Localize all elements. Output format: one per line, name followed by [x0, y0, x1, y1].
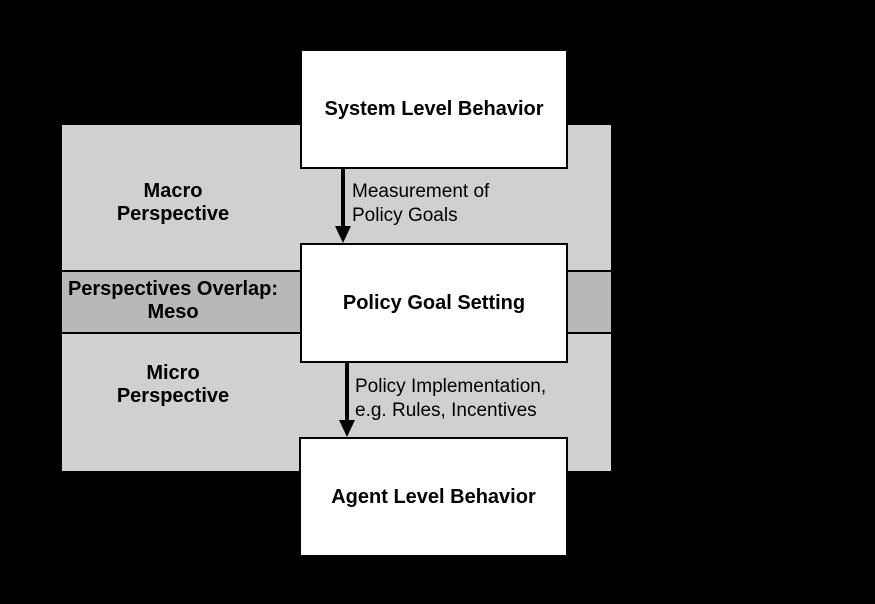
node-system-level-behavior: System Level Behavior: [300, 49, 568, 169]
arrow-measurement-head-icon: [335, 226, 351, 243]
macro-label-line1: Macro: [143, 180, 203, 202]
macro-label-line2: Perspective: [116, 203, 230, 225]
arrow-measurement-line1: Measurement of: [352, 181, 490, 202]
meso-label-line1: Perspectives Overlap:: [67, 278, 279, 300]
arrow-measurement-line2: Policy Goals: [352, 205, 458, 226]
arrow-implementation-line1: Policy Implementation,: [355, 376, 547, 397]
node-agent-level-behavior: Agent Level Behavior: [299, 437, 568, 557]
node-policy-label: Policy Goal Setting: [342, 291, 526, 314]
meso-overlap-label: Perspectives Overlap:Meso: [60, 278, 286, 324]
arrow-implementation-head-icon: [339, 420, 355, 437]
node-system-label: System Level Behavior: [324, 97, 544, 120]
node-policy-goal-setting: Policy Goal Setting: [300, 243, 568, 363]
arrow-measurement-shaft: [341, 169, 345, 226]
micro-label-line1: Micro: [146, 362, 200, 384]
arrow-implementation-line2: e.g. Rules, Incentives: [355, 400, 537, 421]
meso-label-line2: Meso: [147, 301, 199, 323]
arrow-measurement-label: Measurement of Policy Goals: [352, 180, 489, 228]
arrow-implementation-shaft: [345, 363, 349, 420]
micro-label-line2: Perspective: [116, 385, 230, 407]
node-agent-label: Agent Level Behavior: [331, 485, 536, 508]
arrow-implementation-label: Policy Implementation, e.g. Rules, Incent…: [355, 375, 546, 423]
